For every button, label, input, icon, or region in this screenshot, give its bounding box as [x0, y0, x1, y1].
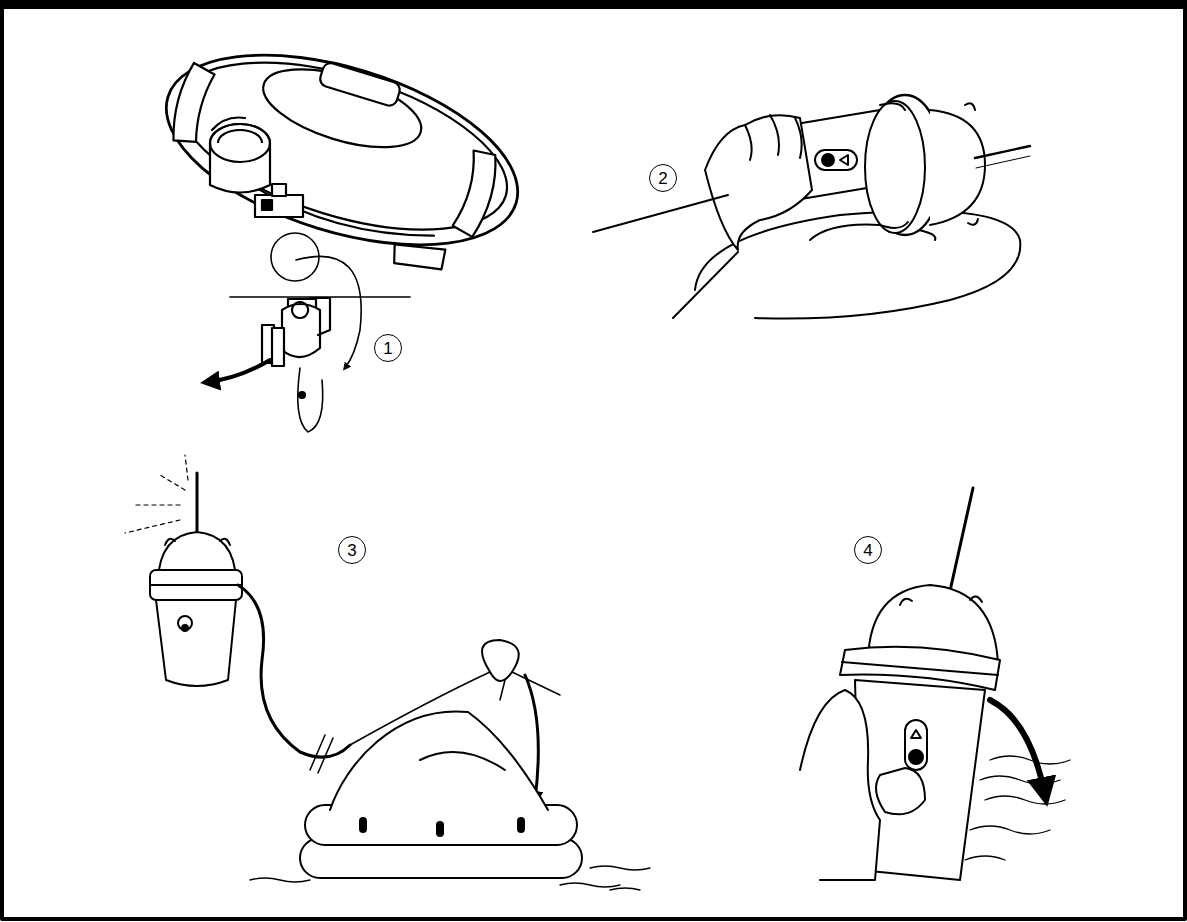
- beacon-and-liferaft: [125, 455, 650, 890]
- callout-number: 1: [374, 334, 402, 362]
- callout-number: 2: [649, 164, 677, 192]
- frame: [2, 4, 1185, 919]
- bracket-housing: [141, 18, 540, 432]
- callout-number: 3: [338, 536, 366, 564]
- callout-number: 4: [854, 536, 882, 564]
- beacon-activation: [800, 488, 1070, 880]
- beacon-in-hand: [593, 95, 1030, 319]
